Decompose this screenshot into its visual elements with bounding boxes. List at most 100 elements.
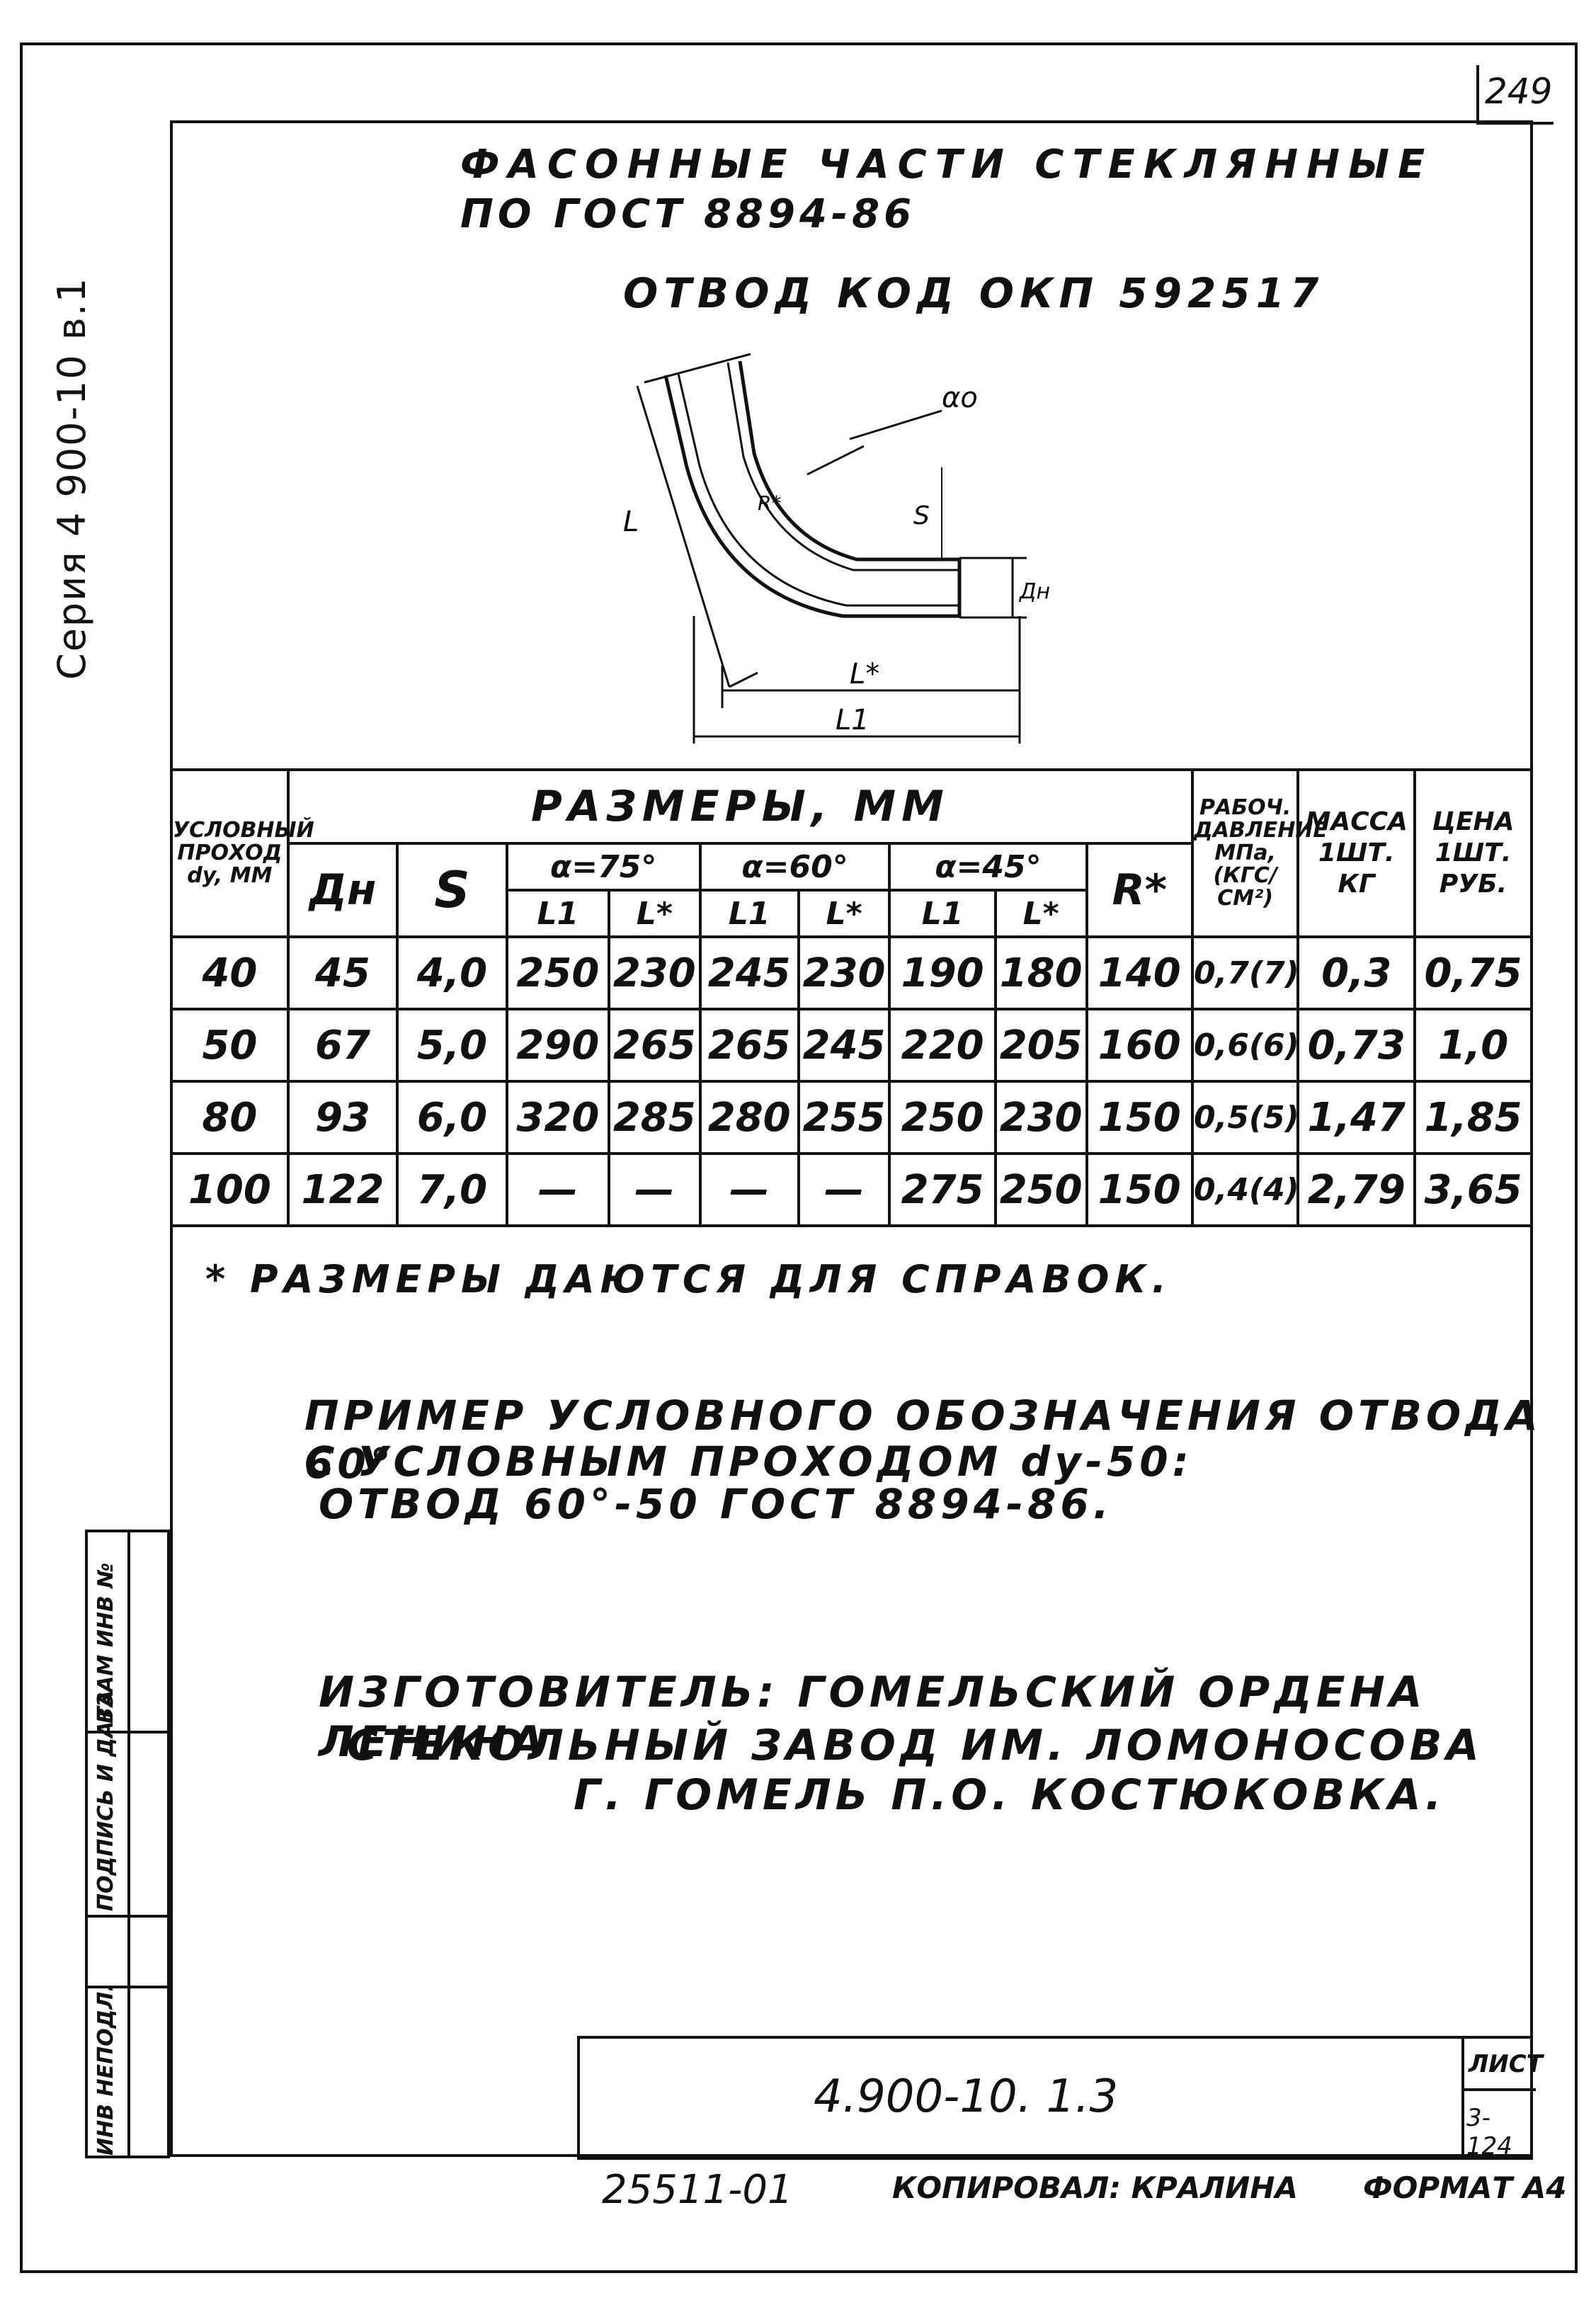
cell-l1-75: 290 — [505, 1008, 610, 1083]
cell-lstar-45: 230 — [993, 1080, 1088, 1155]
cell-l1-60: 265 — [698, 1008, 800, 1083]
cell-r: 150 — [1085, 1152, 1194, 1227]
cell-mass: 0,73 — [1296, 1008, 1417, 1083]
cell-dy: 100 — [170, 1152, 290, 1227]
paper-format: ФОРМАТ А4 — [1363, 2170, 1567, 2205]
cell-s: 7,0 — [396, 1152, 508, 1227]
header-s: S — [396, 842, 508, 938]
header-line-2: ПО ГОСТ 8894-86 — [460, 191, 916, 237]
cell-pressure: 0,4(4) — [1190, 1152, 1300, 1227]
header-pressure: РАБОЧ. ДАВЛЕНИЕ МПа, (КГС/СМ²) — [1190, 768, 1328, 938]
side-stamp-inv: ИНВ НЕПОДЛ. — [93, 1983, 118, 2156]
page-number: 249 — [1485, 71, 1553, 112]
cell-price: 1,0 — [1413, 1008, 1533, 1083]
bend-drawing: αо S Дн L* L1 L R* — [623, 353, 1050, 744]
header-alpha-75: α=75° — [505, 842, 702, 892]
bend-outer-wall — [663, 375, 959, 618]
table-row: 80 93 6,0 320 285 280 255 250 230 150 0,… — [170, 1080, 1533, 1155]
side-stamp-replace: ВЗАМ ИНВ № — [93, 1562, 118, 1724]
table-row: 50 67 5,0 290 265 265 245 220 205 160 0,… — [170, 1008, 1533, 1083]
example-line-3: ОТВОД 60°-50 ГОСТ 8894-86. — [319, 1480, 1113, 1528]
cell-pressure: 0,5(5) — [1190, 1080, 1300, 1155]
table-row: 40 45 4,0 250 230 245 230 190 180 140 0,… — [170, 935, 1533, 1010]
outer-frame — [20, 42, 1578, 2273]
cell-l1-45: 190 — [888, 935, 997, 1010]
table-row: 100 122 7,0 — — — — 275 250 150 0,4(4) 2… — [170, 1152, 1533, 1227]
label-dn: Дн — [1018, 579, 1050, 604]
label-l-star: L* — [850, 658, 879, 690]
cell-dn: 122 — [286, 1152, 399, 1227]
page-number-box: 249 — [1476, 65, 1554, 125]
cell-lstar-60: 230 — [797, 935, 891, 1010]
cell-s: 5,0 — [396, 1008, 508, 1083]
footnote: * РАЗМЕРЫ ДАЮТСЯ ДЛЯ СПРАВОК. — [205, 1257, 1173, 1302]
cell-lstar-45: 250 — [993, 1152, 1088, 1227]
cell-pressure: 0,7(7) — [1190, 935, 1300, 1010]
sheet-label: ЛИСТ — [1469, 2050, 1543, 2078]
spec-table: УСЛОВНЫЙ ПРОХОД dy, ММ РАЗМЕРЫ, ММ РАБОЧ… — [170, 768, 1533, 1227]
example-line-1: ПРИМЕР УСЛОВНОГО ОБОЗНАЧЕНИЯ ОТВОДА 60° — [304, 1391, 1542, 1488]
series-label: Серия 4 900-10 в.1 — [50, 276, 94, 680]
cell-dn: 45 — [286, 935, 399, 1010]
manufacturer-line-3: Г. ГОМЕЛЬ П.О. КОСТЮКОВКА. — [574, 1770, 1446, 1820]
header-dimensions: РАЗМЕРЫ, ММ — [286, 768, 1194, 845]
cell-price: 3,65 — [1413, 1152, 1533, 1227]
cell-pressure: 0,6(6) — [1190, 1008, 1300, 1083]
cell-l1-45: 220 — [888, 1008, 997, 1083]
title-block: 4.900-10. 1.3 ЛИСТ 3-124 — [577, 2036, 1543, 2160]
header-subtitle: ОТВОД КОД ОКП 592517 — [623, 269, 1325, 317]
header-l1-75: L1 — [505, 889, 610, 938]
cell-dy: 80 — [170, 1080, 290, 1155]
header-lstar-60: L* — [797, 889, 891, 938]
cell-lstar-75: 285 — [607, 1080, 702, 1155]
header-dn: Дн — [286, 842, 399, 938]
header-l1-45: L1 — [888, 889, 997, 938]
cell-lstar-75: — — [607, 1152, 702, 1227]
header-price: ЦЕНА 1ШТ. РУБ. — [1413, 768, 1533, 938]
cell-dn: 67 — [286, 1008, 399, 1083]
cell-lstar-60: 255 — [797, 1080, 891, 1155]
cell-lstar-75: 265 — [607, 1008, 702, 1083]
cell-l1-60: 245 — [698, 935, 800, 1010]
cell-dy: 40 — [170, 935, 290, 1010]
cell-l1-45: 250 — [888, 1080, 997, 1155]
copied-by: КОПИРОВАЛ: КРАЛИНА — [892, 2170, 1298, 2205]
cell-lstar-60: — — [797, 1152, 891, 1227]
bend-inner-wall — [738, 360, 959, 562]
cell-price: 1,85 — [1413, 1080, 1533, 1155]
cell-dy: 50 — [170, 1008, 290, 1083]
cell-dn: 93 — [286, 1080, 399, 1155]
header-r: R* — [1085, 842, 1194, 938]
header-passage: УСЛОВНЫЙ ПРОХОД dy, ММ — [170, 768, 314, 938]
cell-l1-75: 250 — [505, 935, 610, 1010]
example-line-2: С УСЛОВНЫМ ПРОХОДОМ dy-50: — [304, 1438, 1193, 1486]
cell-l1-75: — — [505, 1152, 610, 1227]
header-lstar-45: L* — [993, 889, 1088, 938]
sheet-number: 3-124 — [1466, 2104, 1512, 2160]
cell-r: 140 — [1085, 935, 1194, 1010]
label-alpha: αо — [942, 382, 978, 414]
label-s: S — [913, 501, 930, 530]
side-stamp: ИНВ НЕПОДЛ. ПОДПИСЬ И ДАТА ВЗАМ ИНВ № — [85, 1530, 170, 2158]
label-l1: L1 — [836, 704, 870, 736]
manufacturer-line-2: СТЕКОЛЬНЫЙ ЗАВОД ИМ. ЛОМОНОСОВА — [347, 1721, 1483, 1770]
label-r: R* — [758, 491, 781, 515]
cell-r: 160 — [1085, 1008, 1194, 1083]
cell-lstar-45: 205 — [993, 1008, 1088, 1083]
cell-l1-60: 280 — [698, 1080, 800, 1155]
cell-lstar-60: 245 — [797, 1008, 891, 1083]
cell-price: 0,75 — [1413, 935, 1533, 1010]
header-line-1: ФАСОННЫЕ ЧАСТИ СТЕКЛЯННЫЕ — [460, 142, 1434, 188]
cell-s: 4,0 — [396, 935, 508, 1010]
cell-mass: 1,47 — [1296, 1080, 1417, 1155]
cell-l1-45: 275 — [888, 1152, 997, 1227]
cell-s: 6,0 — [396, 1080, 508, 1155]
cell-r: 150 — [1085, 1080, 1194, 1155]
header-mass: МАССА 1ШТ. КГ — [1296, 768, 1417, 938]
header-lstar-75: L* — [607, 889, 702, 938]
cell-mass: 2,79 — [1296, 1152, 1417, 1227]
header-alpha-45: α=45° — [888, 842, 1088, 892]
cell-lstar-45: 180 — [993, 935, 1088, 1010]
manufacturer-line-1: ИЗГОТОВИТЕЛЬ: ГОМЕЛЬСКИЙ ОРДЕНА ЛЕНИНА — [319, 1668, 1427, 1767]
document-code: 4.900-10. 1.3 — [814, 2071, 1119, 2123]
